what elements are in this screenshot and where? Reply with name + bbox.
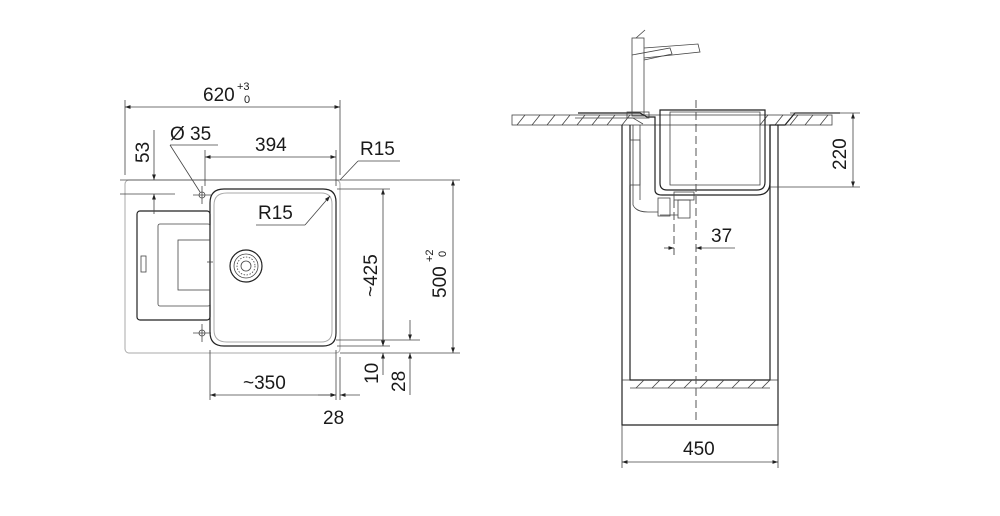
drainer-handle <box>140 255 147 273</box>
countertop <box>511 114 833 126</box>
dim-425-label: ~425 <box>361 254 382 297</box>
faucet-icon <box>626 29 701 119</box>
dim-53-label: 53 <box>133 142 154 163</box>
drain-fittings <box>629 125 695 219</box>
tap-hole-top-icon <box>193 186 211 204</box>
drainer-recess <box>157 223 211 307</box>
dim-28-bottom-label: 28 <box>389 371 410 392</box>
dim-500-tol-upper: +2 <box>424 249 436 262</box>
dim-500-label: 500 <box>430 266 451 298</box>
main-bowl-inner <box>213 192 333 343</box>
dim-620-tol-upper: +3 <box>237 81 250 93</box>
side-view: 220 37 450 <box>511 29 860 468</box>
dim-620-label: 620 <box>203 85 235 106</box>
top-view: 620 +3 0 Ø 35 394 R15 R15 53 ~425 500 +2… <box>120 81 460 429</box>
dim-500-tol-lower: 0 <box>437 251 449 257</box>
dim-394-label: 394 <box>255 135 287 156</box>
dim-220-label: 220 <box>830 138 851 170</box>
sink-outline <box>124 179 341 354</box>
cabinet <box>621 125 779 426</box>
main-bowl <box>209 188 337 347</box>
outer-radius-label: R15 <box>360 139 395 160</box>
tap-hole-bottom-icon <box>193 324 211 342</box>
drainer-board <box>136 210 211 321</box>
dim-37-label: 37 <box>711 226 732 247</box>
dim-450-label: 450 <box>683 439 715 460</box>
dim-620-tol-lower: 0 <box>244 94 250 106</box>
dim-28-right-label: 28 <box>323 408 344 429</box>
dim-10-label: 10 <box>362 363 383 384</box>
inner-radius-label: R15 <box>258 203 293 224</box>
drainer-inner <box>177 239 211 291</box>
hole-diameter-label: Ø 35 <box>170 124 211 145</box>
dim-350-label: ~350 <box>243 373 286 394</box>
sink-bowl-section <box>575 109 840 196</box>
drain-icon <box>229 249 263 283</box>
